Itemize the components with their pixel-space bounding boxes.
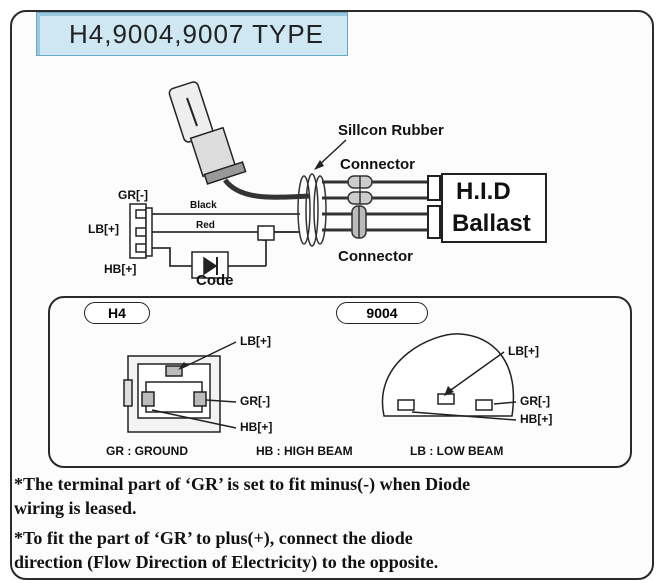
note-line-3: *To fit the part of ‘GR’ to plus(+), con… <box>14 528 413 548</box>
h4-hb-label: HB[+] <box>240 420 273 434</box>
h4-gr-label: GR[-] <box>240 394 270 408</box>
note-line-1: *The terminal part of ‘GR’ is set to fit… <box>14 474 471 494</box>
code-label: Code <box>196 272 234 289</box>
legend-gr: GR : GROUND <box>106 444 188 458</box>
hb-label: HB[+] <box>104 262 137 276</box>
pinout-panel <box>48 296 632 468</box>
diagram-frame <box>10 10 654 580</box>
connector-top-label: Connector <box>340 156 415 173</box>
9004-socket-icon <box>381 333 515 417</box>
hid-bulb-icon <box>168 81 247 185</box>
note-line-2: wiring is leased. <box>14 498 137 518</box>
legend-hb: HB : HIGH BEAM <box>256 444 353 458</box>
ballast-label: Ballast <box>452 210 531 237</box>
9004-tag: 9004 <box>336 302 428 324</box>
connector-bottom <box>351 205 367 239</box>
silicon-rubber-label: Sillcon Rubber <box>338 122 444 139</box>
hid-label: H.I.D <box>456 178 511 205</box>
gr-label: GR[-] <box>118 188 148 202</box>
diagram-title: H4,9004,9007 TYPE <box>36 12 348 56</box>
red-wire-label: Red <box>196 220 215 231</box>
lb-label: LB[+] <box>88 222 119 236</box>
connector-bottom-label: Connector <box>338 248 413 265</box>
legend-lb: LB : LOW BEAM <box>410 444 504 458</box>
h4-socket-icon <box>123 355 221 433</box>
h4-lb-label: LB[+] <box>240 334 271 348</box>
silicon-rubber-grommet <box>297 173 327 247</box>
inline-fuse <box>257 225 275 241</box>
black-wire-label: Black <box>190 200 217 211</box>
note-line-4: direction (Flow Direction of Electricity… <box>14 552 439 572</box>
9004-hb-label: HB[+] <box>520 412 553 426</box>
9004-lb-label: LB[+] <box>508 344 539 358</box>
diode-icon <box>191 251 229 279</box>
h4-tag: H4 <box>84 302 150 324</box>
hid-ballast-box <box>427 173 547 243</box>
9004-gr-label: GR[-] <box>520 394 550 408</box>
three-pin-plug <box>129 203 153 259</box>
connector-top <box>347 175 373 205</box>
